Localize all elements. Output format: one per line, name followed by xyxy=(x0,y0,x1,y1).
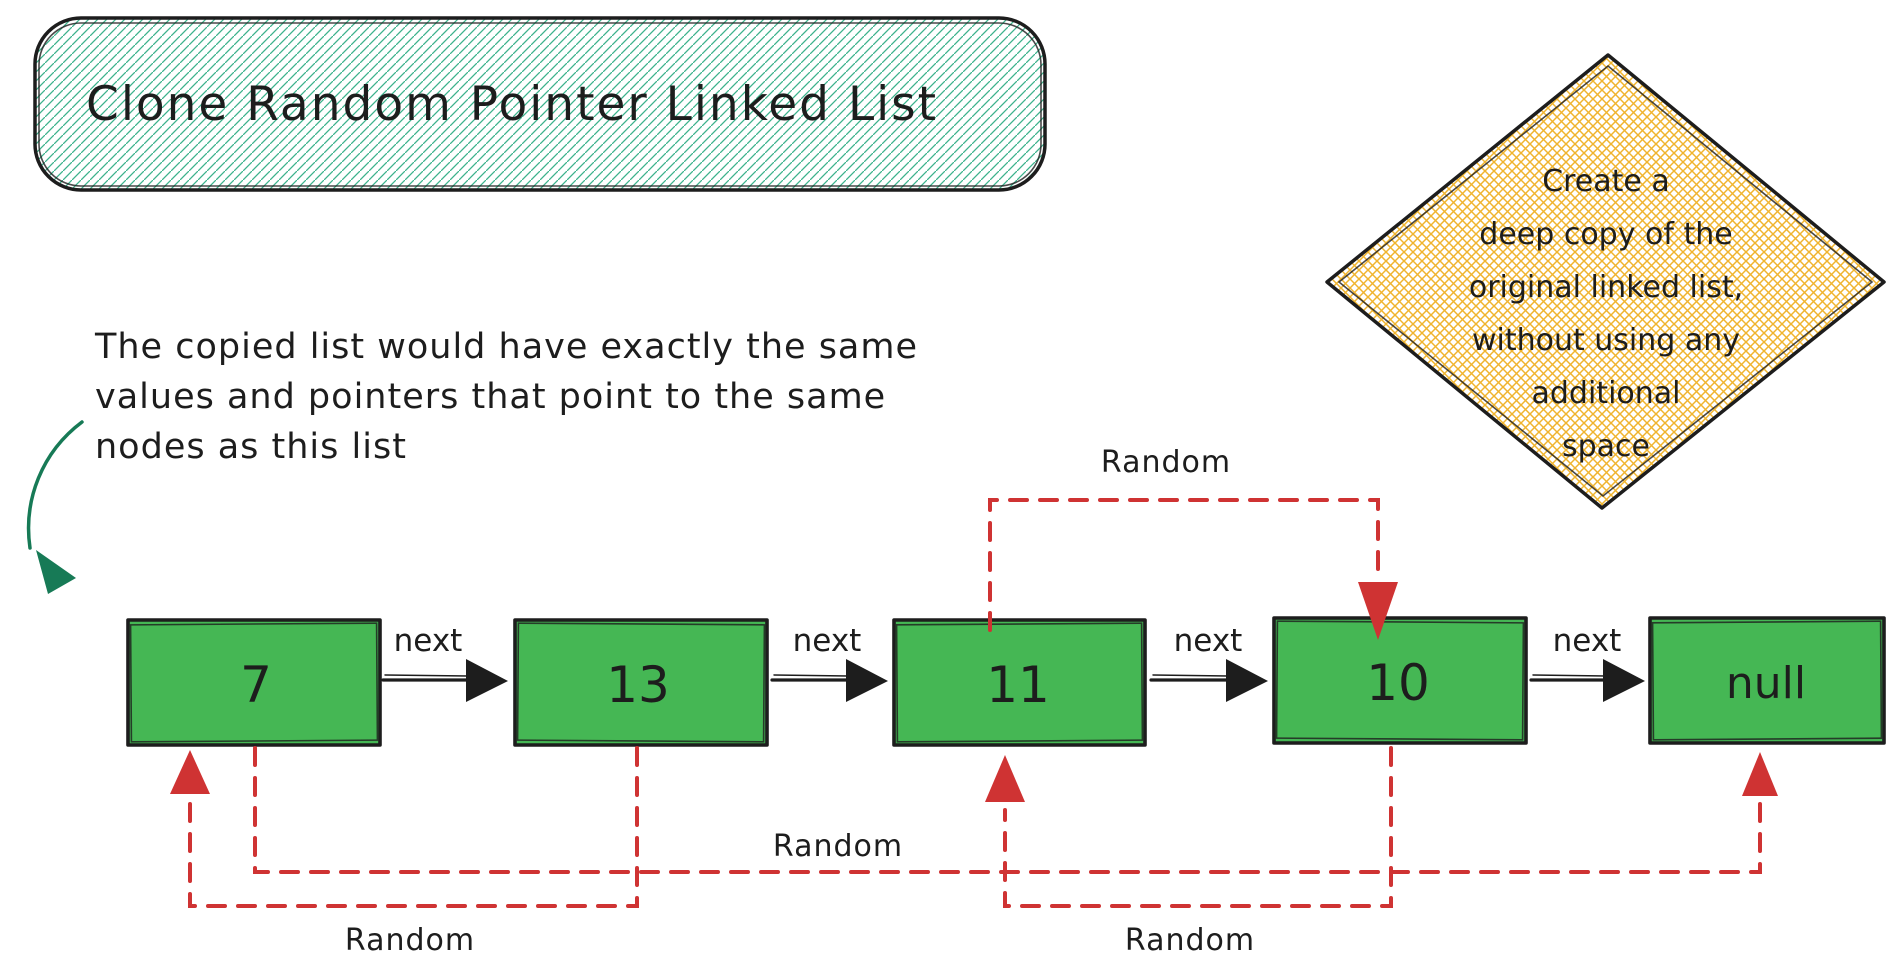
random-pointer-path xyxy=(253,746,1762,874)
random-label: Random xyxy=(773,829,903,864)
note-annotation: The copied list would have exactly the s… xyxy=(26,327,918,594)
node-box xyxy=(1650,618,1884,743)
node-border-sketch xyxy=(1275,620,1525,741)
callout-diamond-border-sketch xyxy=(1337,64,1874,498)
next-arrow-shaft-sketch xyxy=(1532,674,1607,677)
node-border xyxy=(126,618,382,747)
node-border-sketch xyxy=(895,622,1144,743)
linked-list: 7 next 13 next 11 xyxy=(126,616,1886,747)
random-pointer-10-to-11: Random xyxy=(985,746,1393,958)
next-arrow: next xyxy=(1529,623,1645,702)
note-line-2: values and pointers that point to the sa… xyxy=(95,377,886,417)
title-banner-hatch xyxy=(35,18,1045,190)
node-border-sketch xyxy=(129,622,379,743)
callout-line-6: space xyxy=(1562,429,1650,464)
random-pointer-path xyxy=(1003,746,1393,908)
random-pointer-7-to-null: Random xyxy=(253,746,1778,874)
random-label: Random xyxy=(1125,923,1255,958)
node-box xyxy=(894,620,1145,745)
next-label: next xyxy=(793,623,862,659)
callout-line-4: without using any xyxy=(1472,323,1740,358)
next-arrow: next xyxy=(770,623,888,702)
next-arrow: next xyxy=(1149,623,1268,702)
next-label: next xyxy=(1553,623,1622,659)
node-border xyxy=(513,618,769,747)
callout-line-3: original linked list, xyxy=(1469,270,1743,305)
node-value: 10 xyxy=(1366,654,1430,712)
list-node: 11 xyxy=(892,618,1147,747)
next-arrowhead-icon xyxy=(1603,659,1645,702)
list-node: 7 xyxy=(126,618,382,747)
random-arrowhead-icon xyxy=(1742,752,1778,796)
node-box xyxy=(1274,618,1526,743)
random-pointer-path xyxy=(988,498,1380,632)
node-border-sketch xyxy=(1651,620,1883,741)
callout-line-5: additional xyxy=(1532,376,1681,411)
random-arrowhead-icon xyxy=(1358,582,1398,640)
node-border xyxy=(892,618,1147,747)
next-label: next xyxy=(1174,623,1243,659)
node-value: null xyxy=(1726,658,1806,709)
callout-diamond-border xyxy=(1325,53,1886,510)
random-arrowhead-icon xyxy=(170,750,210,794)
callout-line-1: Create a xyxy=(1542,164,1670,199)
note-arrowhead-icon xyxy=(36,550,76,594)
random-pointer-13-to-7: Random xyxy=(170,746,639,958)
next-arrowhead-icon xyxy=(1226,659,1268,702)
list-node: null xyxy=(1648,616,1886,745)
note-line-1: The copied list would have exactly the s… xyxy=(94,327,918,367)
node-value: 11 xyxy=(986,656,1050,714)
list-node: 10 xyxy=(1272,616,1528,745)
next-label: next xyxy=(394,623,463,659)
page-title: Clone Random Pointer Linked List xyxy=(86,77,938,132)
list-node: 13 xyxy=(513,618,769,747)
node-box xyxy=(515,620,767,745)
next-arrow-shaft-sketch xyxy=(1152,674,1229,677)
node-box xyxy=(128,620,380,745)
random-pointer-11-to-10: Random xyxy=(988,445,1398,640)
node-value: 13 xyxy=(606,656,670,714)
node-border-sketch xyxy=(516,622,766,743)
next-arrow: next xyxy=(381,623,508,702)
next-arrowhead-icon xyxy=(846,659,888,702)
title-banner-border xyxy=(33,16,1047,192)
callout-line-2: deep copy of the xyxy=(1479,217,1732,252)
title-banner-border-sketch xyxy=(38,22,1042,187)
node-border xyxy=(1272,616,1528,745)
note-line-3: nodes as this list xyxy=(95,427,407,467)
title-banner: Clone Random Pointer Linked List xyxy=(33,16,1047,192)
random-arrowhead-icon xyxy=(985,755,1025,802)
random-label: Random xyxy=(345,923,475,958)
next-arrow-shaft-sketch xyxy=(384,674,469,677)
random-pointer-path xyxy=(188,746,639,908)
node-border xyxy=(1648,616,1886,745)
next-arrow-shaft-sketch xyxy=(773,674,849,677)
callout-text: Create a deep copy of the original linke… xyxy=(1469,164,1743,464)
random-label: Random xyxy=(1101,445,1231,480)
callout-diamond: Create a deep copy of the original linke… xyxy=(1325,53,1886,510)
next-arrowhead-icon xyxy=(466,659,508,702)
note-curved-arrow xyxy=(26,420,84,550)
node-value: 7 xyxy=(240,656,272,714)
